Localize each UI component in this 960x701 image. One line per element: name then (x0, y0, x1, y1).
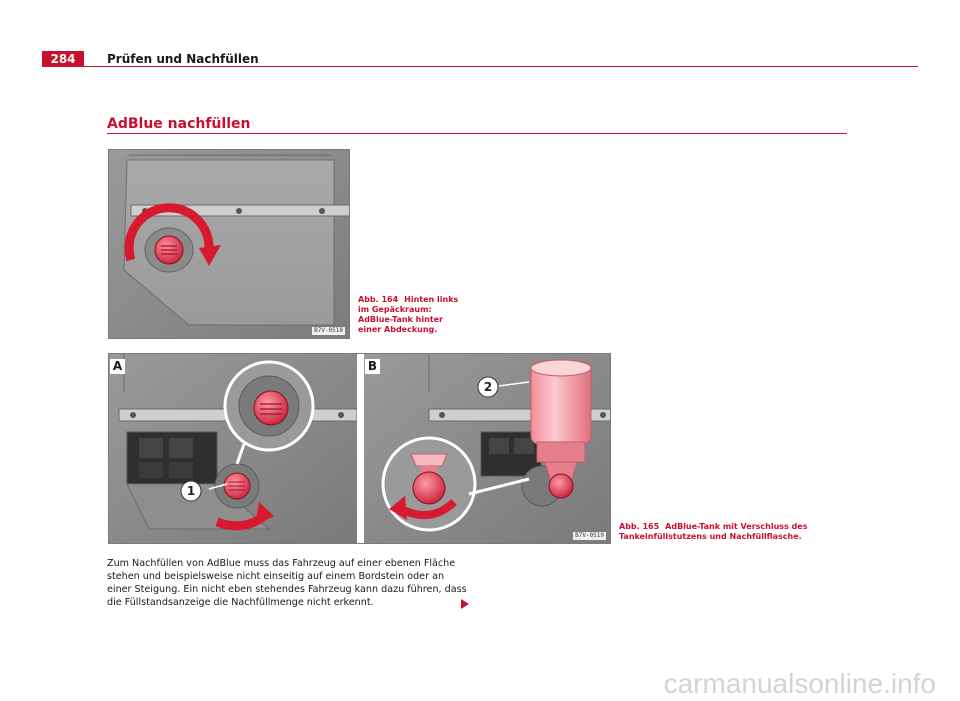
body-paragraph: Zum Nachfüllen von AdBlue muss das Fahrz… (107, 558, 467, 608)
continue-arrow-icon (461, 599, 469, 609)
figure-165-code: B7V-0519 (573, 532, 606, 540)
figure-164-caption-text: Hinten links im Gepäckraum: AdBlue-Tank … (358, 295, 459, 334)
callout-1: 1 (187, 484, 195, 498)
figure-164-caption-number: Abb. 164 (358, 295, 399, 304)
figure-164-code: B7V-0518 (312, 327, 345, 335)
figure-164-illustration (109, 150, 349, 338)
figure-165-caption-number: Abb. 165 (619, 522, 660, 531)
figure-165-illustration: 1 2 (109, 354, 610, 543)
callout-2: 2 (484, 380, 492, 394)
header-rule (42, 66, 918, 67)
panel-a-label: A (110, 359, 125, 374)
page-number: 284 (42, 51, 84, 67)
panel-b-label: B (365, 359, 380, 374)
figure-164: B7V-0518 (108, 149, 350, 339)
chapter-title: Prüfen und Nachfüllen (107, 52, 259, 66)
figure-165-caption-text: AdBlue-Tank mit Verschluss des Tankeinfü… (619, 522, 808, 541)
watermark: carmanualsonline.info (663, 668, 936, 699)
section-rule (107, 133, 847, 134)
section-title: AdBlue nachfüllen (107, 116, 251, 132)
figure-165: 1 2 A B B7V-0519 (108, 353, 611, 544)
